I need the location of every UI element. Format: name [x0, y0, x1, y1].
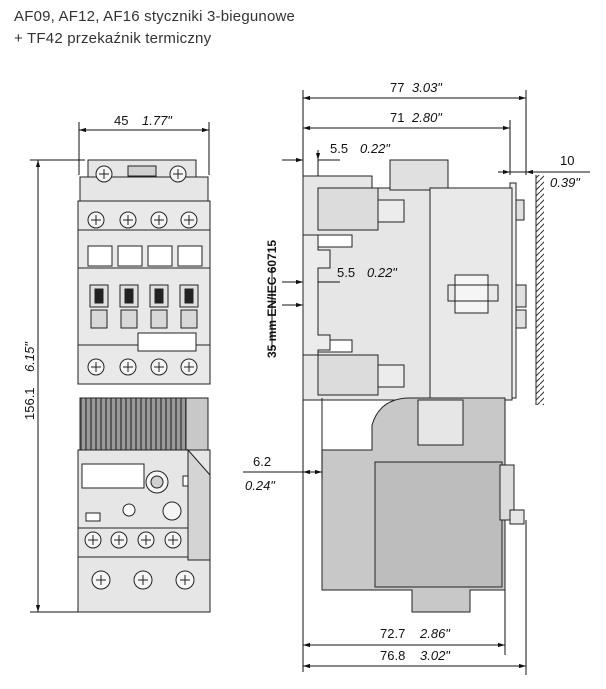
- front-width-mm: 45: [114, 113, 128, 128]
- title-line-2: + TF42 przekaźnik termiczny: [14, 30, 212, 47]
- side-relay-offset-in: 0.24": [245, 478, 276, 493]
- front-upper-screws: [87, 211, 198, 229]
- side-offset-top-in: 0.22": [360, 141, 391, 156]
- relay-reset-screw-icon: [162, 501, 182, 521]
- side-offset-top-mm: 5.5: [330, 141, 348, 156]
- side-bottom-depth-mm: 76.8: [380, 648, 405, 663]
- side-total-depth-mm: 77: [390, 80, 404, 95]
- side-offset-mid-mm: 5.5: [337, 265, 355, 280]
- side-relay-offset-mm: 6.2: [253, 454, 271, 469]
- front-lower-screws: [87, 358, 198, 376]
- wall-hatch: [536, 175, 544, 405]
- side-relay-depth-in: 2.86": [419, 626, 451, 641]
- front-heat-fins: [79, 397, 189, 451]
- front-clip: [127, 165, 157, 177]
- relay-screws: [84, 531, 195, 590]
- front-height-mm: 156.1: [22, 387, 37, 420]
- front-view: [30, 122, 211, 613]
- side-view: [243, 90, 590, 675]
- side-window: [454, 274, 489, 314]
- side-rail-mm: 10: [560, 153, 574, 168]
- front-label-plate: [137, 332, 197, 352]
- side-relay-depth-mm: 72.7: [380, 626, 405, 641]
- title-line-1: AF09, AF12, AF16 styczniki 3-biegunowe: [14, 8, 296, 25]
- side-relay-cover: [374, 461, 503, 588]
- relay-label-window: [81, 463, 145, 489]
- side-bottom-depth-in: 3.02": [420, 648, 451, 663]
- din-rail-label: 35 mm EN/IEC 60715: [265, 240, 279, 358]
- front-fin-side: [185, 397, 209, 451]
- side-depth-mm: 71: [390, 110, 404, 125]
- side-rail-in: 0.39": [550, 175, 581, 190]
- front-contact-windows: [87, 245, 203, 329]
- front-width-in: 1.77": [142, 113, 173, 128]
- front-height-in: 6.15": [22, 341, 37, 372]
- side-offset-mid-in: 0.22": [367, 265, 398, 280]
- side-depth-in: 2.80": [411, 110, 443, 125]
- side-total-depth-in: 3.03": [412, 80, 443, 95]
